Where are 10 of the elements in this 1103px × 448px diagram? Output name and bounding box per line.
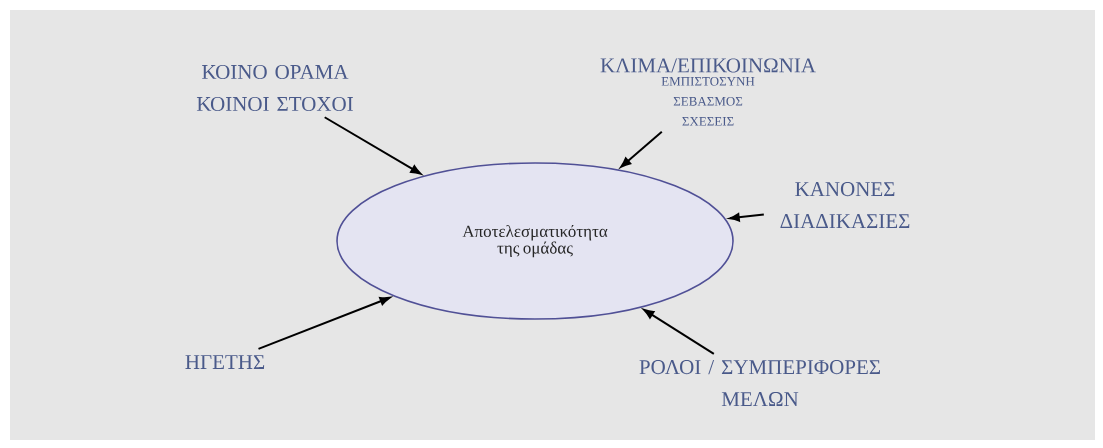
arrow <box>323 116 422 175</box>
factor-label: ΚΛΙΜΑ/ΕΠΙΚΟΙΝΩΝΙΑ ΕΜΠΙΣΤΟΣΥΝΗ ΣΕΒΑΣΜΟΣ ΣΧΕΣΕΙΣ <box>600 58 816 126</box>
factor-label: ΡΟΛΟΙ / ΣΥΜΠΕΡΙΦΟΡΕΣ ΜΕΛΩΝ <box>639 360 880 406</box>
factor-label: ΚΟΙΝΟ ΟΡΑΜΑ ΚΟΙΝΟΙ ΣΤΟΧΟΙ <box>196 64 353 112</box>
arrow <box>620 130 663 168</box>
factor-label: ΗΓΕΤΗΣ <box>185 355 265 369</box>
arrow <box>257 296 391 350</box>
arrow <box>729 213 765 222</box>
arrow <box>643 309 715 355</box>
factor-label: ΚΑΝΟΝΕΣ ΔΙΑΔΙΚΑΣΙΕΣ <box>780 182 910 228</box>
